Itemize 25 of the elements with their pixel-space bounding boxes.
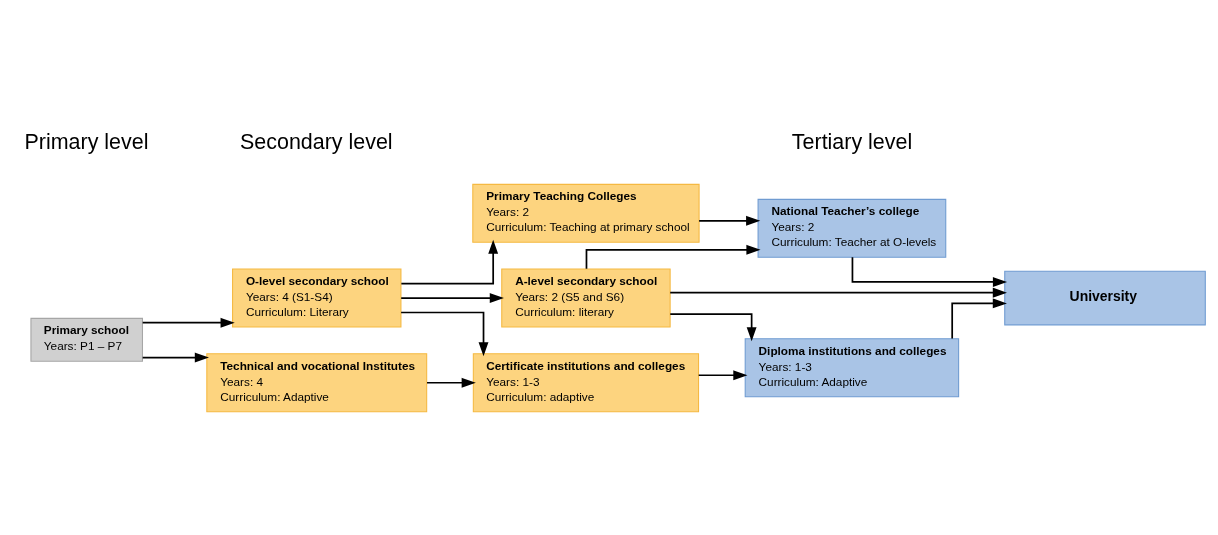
arrow (698, 215, 761, 226)
arrow (426, 377, 476, 388)
arrow (141, 317, 235, 328)
arrow (585, 244, 761, 270)
node-box: Technical and vocational Institutes Years: 4 Curriculum: Adaptive (206, 352, 428, 412)
label: Tertiary level (791, 129, 913, 154)
arrow (400, 239, 499, 284)
arrow (697, 369, 748, 380)
arrow (669, 312, 757, 341)
label: Primary level (24, 129, 149, 154)
node-box: O-level secondary school Years: 4 (S1-S4) Curriculum: Literary (232, 268, 402, 328)
node-box: Diploma institutions and colleges Years: 1-3 Curriculum: Adaptive (744, 337, 960, 397)
arrow (851, 255, 1008, 287)
node-box: A-level secondary school Years: 2 (S5 and S6) Curriculum: literary (501, 268, 671, 328)
node-box: Certificate institutions and colleges Years: 1-3 Curriculum: adaptive (472, 352, 700, 412)
arrow (400, 311, 489, 356)
node-box: University (1004, 270, 1206, 325)
node-box: Primary school Years: P1 – P7 (30, 317, 143, 362)
arrow (669, 287, 1007, 298)
arrow (951, 297, 1007, 339)
node-box: Primary Teaching Colleges Years: 2 Curriculum: Teaching at primary school (472, 183, 700, 243)
node-box: National Teacher’s college Years: 2 Curriculum: Teacher at O-levels (757, 198, 947, 258)
arrow (400, 292, 504, 303)
arrow (141, 352, 209, 362)
label: Secondary level (240, 129, 393, 154)
